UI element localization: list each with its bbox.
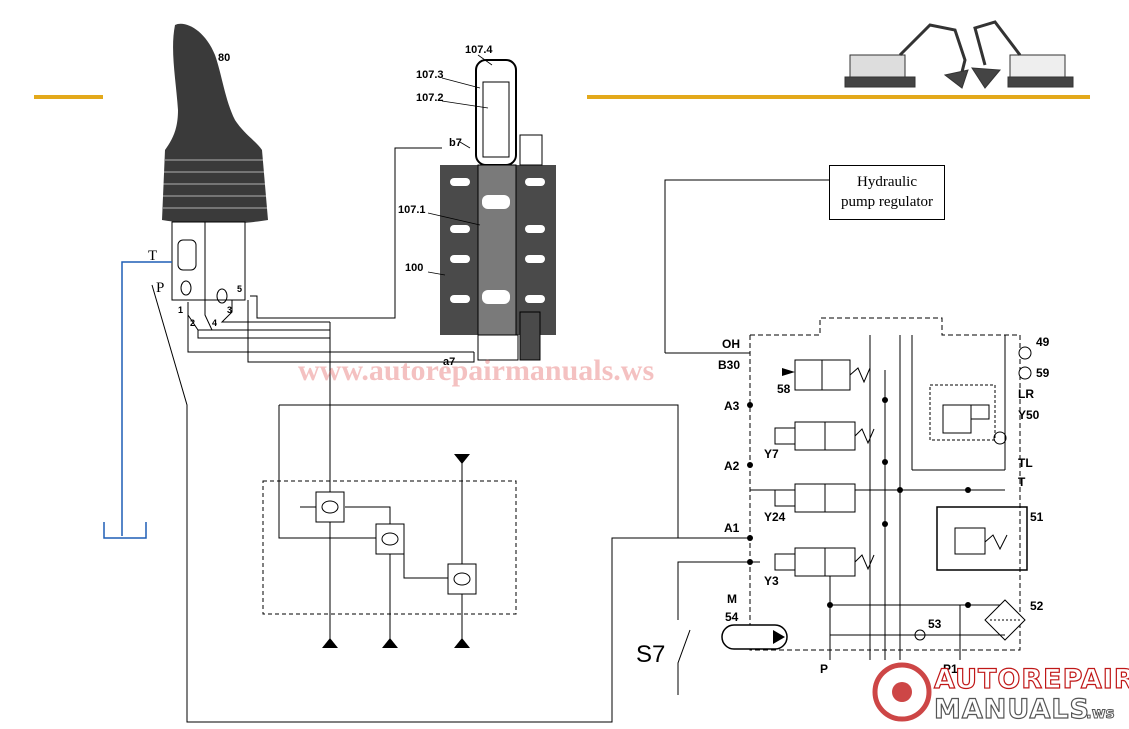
label-100: 100 — [405, 262, 423, 274]
filter-52 — [984, 599, 1026, 641]
label-LR: LR — [1018, 387, 1034, 401]
tank-symbols — [322, 454, 470, 648]
excavator-illustration-2 — [971, 20, 1074, 89]
label-B30: B30 — [718, 358, 740, 372]
label-Y7: Y7 — [764, 447, 779, 461]
label-107-1: 107.1 — [398, 204, 426, 216]
port-label-4: 4 — [212, 318, 217, 328]
label-51: 51 — [1030, 510, 1044, 524]
autorepair-logo: AUTOREPAIR MANUALS .ws — [872, 662, 1129, 726]
callout-line-1: Hydraulic — [857, 174, 917, 190]
servo-valve-100 — [440, 59, 556, 361]
logo-suffix: .ws — [1086, 704, 1115, 722]
port-label-3: 3 — [227, 305, 232, 315]
label-107-3: 107.3 — [416, 69, 444, 81]
port-label-P: P — [156, 280, 164, 296]
relief-valve-51 — [936, 506, 1028, 571]
pump-regulator-callout: Hydraulic pump regulator — [829, 165, 945, 220]
label-P-block: P — [820, 662, 828, 676]
label-80: 80 — [218, 52, 230, 64]
shuttle-valve-3 — [447, 563, 477, 595]
label-54: 54 — [725, 610, 739, 624]
pilot-lines — [187, 147, 475, 363]
valve-y7 — [774, 421, 875, 451]
label-49: 49 — [1036, 335, 1050, 349]
switch-s7 — [677, 561, 760, 695]
logo-line2: MANUALS — [934, 694, 1090, 725]
label-A1: A1 — [724, 521, 740, 535]
check-valve-53 — [830, 629, 1005, 641]
label-Y3: Y3 — [764, 574, 779, 588]
label-P1: P1 — [943, 662, 958, 676]
label-53: 53 — [928, 617, 942, 631]
label-59: 59 — [1036, 366, 1050, 380]
port-label-2: 2 — [190, 318, 195, 328]
valve-58 — [782, 359, 871, 391]
excavator-illustration-1 — [844, 23, 969, 89]
tank-return-line — [103, 261, 172, 539]
label-a7: a7 — [443, 356, 455, 368]
port-59 — [1018, 366, 1032, 380]
label-107-2: 107.2 — [416, 92, 444, 104]
port-label-1: 1 — [178, 305, 183, 315]
label-T-block: T — [1018, 475, 1026, 489]
valve-y24 — [774, 483, 856, 513]
logo-line1: AUTOREPAIR — [934, 664, 1129, 695]
shuttle-valve-lines — [278, 322, 679, 640]
pressure-supply-line — [151, 284, 750, 723]
callout-line-2: pump regulator — [840, 194, 934, 210]
regulator-signal-line — [664, 179, 829, 353]
label-Y24: Y24 — [764, 510, 786, 524]
label-S7: S7 — [636, 641, 665, 668]
label-58: 58 — [777, 382, 791, 396]
label-OH: OH — [722, 337, 740, 351]
servo-leader-lines — [427, 54, 493, 276]
label-TL: TL — [1018, 456, 1033, 470]
shuttle-valve-1 — [300, 491, 345, 523]
label-A3: A3 — [724, 399, 740, 413]
valve-y50 — [929, 384, 1007, 445]
port-label-T: T — [148, 248, 157, 264]
watermark-text: www.autorepairmanuals.ws — [298, 354, 654, 387]
control-block — [721, 317, 1032, 660]
label-Y50: Y50 — [1018, 408, 1040, 422]
label-b7: b7 — [449, 137, 462, 149]
port-49 — [1018, 346, 1032, 360]
accumulator-54 — [721, 624, 788, 650]
label-107-4: 107.4 — [465, 44, 493, 56]
label-52: 52 — [1030, 599, 1044, 613]
port-label-5: 5 — [237, 284, 242, 294]
joystick-80 — [162, 23, 268, 304]
valve-y3 — [774, 547, 875, 577]
label-A2: A2 — [724, 459, 740, 473]
label-M: M — [727, 592, 737, 606]
shuttle-valve-2 — [375, 523, 405, 555]
